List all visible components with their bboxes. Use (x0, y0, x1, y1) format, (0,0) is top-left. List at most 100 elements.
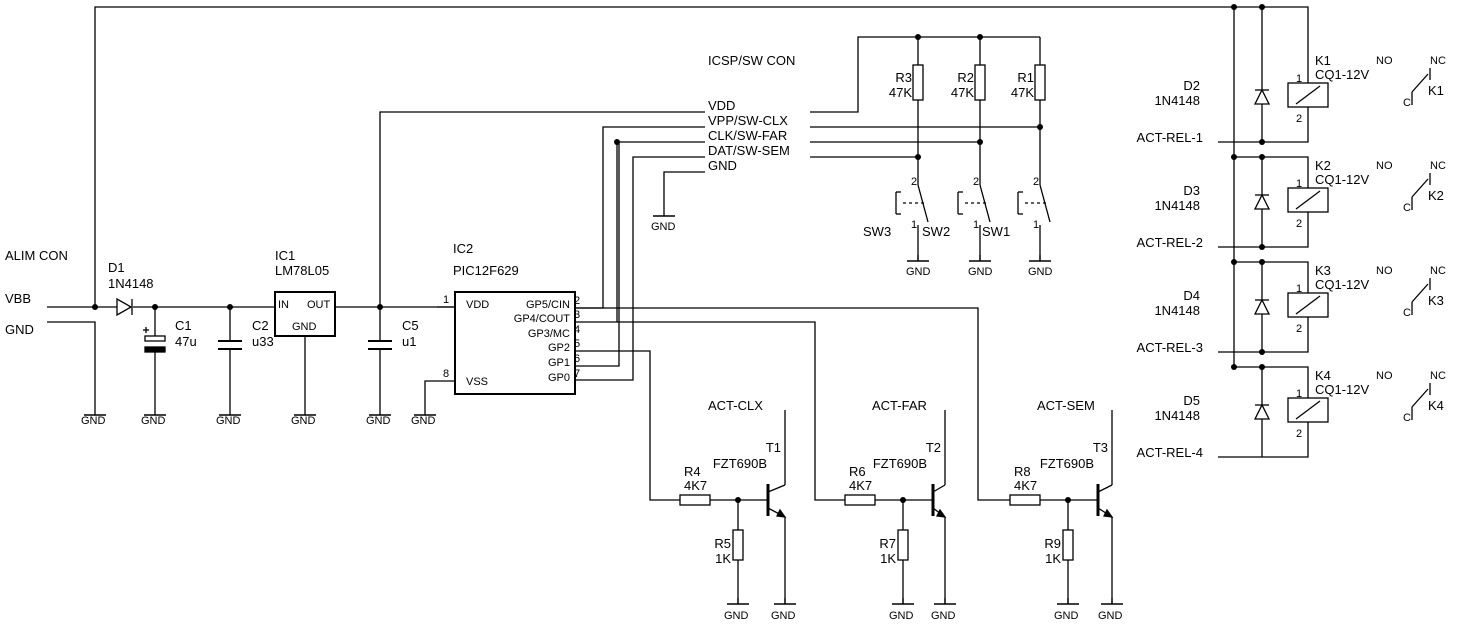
relay-pin2-label: 2 (1296, 428, 1302, 440)
contact-nc-label: NC (1430, 55, 1446, 67)
diode-d1-symbol (116, 297, 133, 317)
contact-ref: K3 (1428, 293, 1444, 308)
transistor-ref: T1 (766, 440, 781, 455)
relay-ref: K1 (1315, 53, 1331, 68)
gnd-label: GND (889, 610, 914, 622)
pullup-resistor-value: 47K (889, 85, 912, 100)
gnd-label: GND (81, 415, 106, 427)
ic2-pin-number: 6 (574, 353, 580, 365)
relay-ref: K3 (1315, 263, 1331, 278)
ic1-pin-in: IN (278, 299, 289, 311)
icsp-pin-label: DAT/SW-SEM (708, 143, 790, 158)
contact-c-label: C (1403, 202, 1411, 214)
driver-base-resistor-value: 4K7 (684, 478, 707, 493)
driver-base-resistor-ref: R4 (684, 464, 701, 479)
contact-no-label: NO (1376, 55, 1393, 67)
capacitor-c2-symbol (218, 340, 242, 350)
driver-pulldown-value: 1K (715, 551, 731, 566)
contact-nc-label: NC (1430, 265, 1446, 277)
relay-value: CQ1-12V (1315, 382, 1370, 397)
contact-c-label: C (1403, 412, 1411, 424)
icsp-con-title: ICSP/SW CON (708, 53, 795, 68)
driver-pulldown-ref: R7 (879, 536, 896, 551)
flyback-diode-value: 1N4148 (1154, 93, 1200, 108)
contact-nc-label: NC (1430, 370, 1446, 382)
switch-pin1-label: 1 (1033, 219, 1039, 231)
relay-drive-net: ACT-REL-3 (1137, 340, 1203, 355)
ic2-pin-number: 5 (574, 338, 580, 350)
c5-value: u1 (402, 334, 416, 349)
relay-pin1-label: 1 (1296, 178, 1302, 190)
switch-ref: SW3 (863, 224, 891, 239)
driver-net-label: ACT-FAR (872, 398, 927, 413)
wiring (47, 6, 1309, 604)
gnd-label: GND (366, 415, 391, 427)
contact-c-label: C (1403, 97, 1411, 109)
ic1-pin-out: OUT (307, 299, 331, 311)
ic2-pin1-num: 1 (443, 294, 449, 306)
pullup-resistor-ref: R1 (1017, 70, 1034, 85)
flyback-diode-ref: D5 (1183, 393, 1200, 408)
ic2-pin-name: GP2 (548, 342, 570, 354)
driver-pulldown-value: 1K (1045, 551, 1061, 566)
switch-ref: SW1 (982, 224, 1010, 239)
gnd-label: GND (771, 610, 796, 622)
gnd-label: GND (411, 415, 436, 427)
ic2-pin-number: 7 (574, 368, 580, 380)
transistor-ref: T2 (926, 440, 941, 455)
driver-base-resistor-ref: R6 (849, 464, 866, 479)
ic2-pin-name: GP0 (548, 372, 570, 384)
relay-pin1-label: 1 (1296, 283, 1302, 295)
c1-ref: C1 (175, 318, 192, 333)
flyback-diode-ref: D3 (1183, 183, 1200, 198)
ic1-value: LM78L05 (275, 263, 329, 278)
gnd-label: GND (931, 610, 956, 622)
contact-ref: K1 (1428, 83, 1444, 98)
ic2-pin-name: GP5/CIN (526, 299, 570, 311)
switch-symbols (895, 184, 1051, 223)
flyback-diode-value: 1N4148 (1154, 303, 1200, 318)
driver-base-resistor-value: 4K7 (849, 478, 872, 493)
gnd-label: GND (141, 415, 166, 427)
transistor-value: FZT690B (713, 456, 767, 471)
switch-gnd-label: GND (1028, 266, 1053, 278)
driver-net-label: ACT-SEM (1037, 398, 1095, 413)
ic1-ref: IC1 (275, 248, 295, 263)
driver-base-resistor-ref: R8 (1014, 464, 1031, 479)
junction-dots (92, 4, 1265, 503)
gnd-label: GND (291, 415, 316, 427)
ic2-body (454, 291, 576, 395)
capacitor-c5-symbol (368, 340, 392, 350)
switch-gnd-label: GND (906, 266, 931, 278)
relay-pin2-label: 2 (1296, 218, 1302, 230)
contact-no-label: NO (1376, 265, 1393, 277)
alim-con-title: ALIM CON (5, 248, 68, 263)
transistor-ref: T3 (1093, 440, 1108, 455)
relay-value: CQ1-12V (1315, 67, 1370, 82)
flyback-diode-ref: D2 (1183, 78, 1200, 93)
ic2-pin-number: 3 (574, 309, 580, 321)
relay-contacts (1411, 68, 1431, 420)
gnd-label: GND (1098, 610, 1123, 622)
switch-pin2-label: 2 (911, 176, 917, 188)
pullup-resistor-value: 47K (951, 85, 974, 100)
capacitor-c1-symbol (143, 327, 166, 353)
flyback-diode-value: 1N4148 (1154, 198, 1200, 213)
switch-pin1-label: 1 (911, 219, 917, 231)
transistor-symbols (766, 484, 1114, 518)
relay-pin1-label: 1 (1296, 388, 1302, 400)
flyback-diode-value: 1N4148 (1154, 408, 1200, 423)
flyback-diode-ref: D4 (1183, 288, 1200, 303)
switch-pin2-label: 2 (1033, 176, 1039, 188)
switch-gnd-label: GND (968, 266, 993, 278)
gnd-label-icsp: GND (651, 221, 676, 233)
pullup-resistor-ref: R2 (957, 70, 974, 85)
vbb-label: VBB (5, 291, 31, 306)
ic2-value: PIC12F629 (453, 263, 519, 278)
relay-drive-net: ACT-REL-4 (1137, 445, 1203, 460)
ic2-pin-name: GP3/MC (528, 328, 570, 340)
relay-pin2-label: 2 (1296, 113, 1302, 125)
